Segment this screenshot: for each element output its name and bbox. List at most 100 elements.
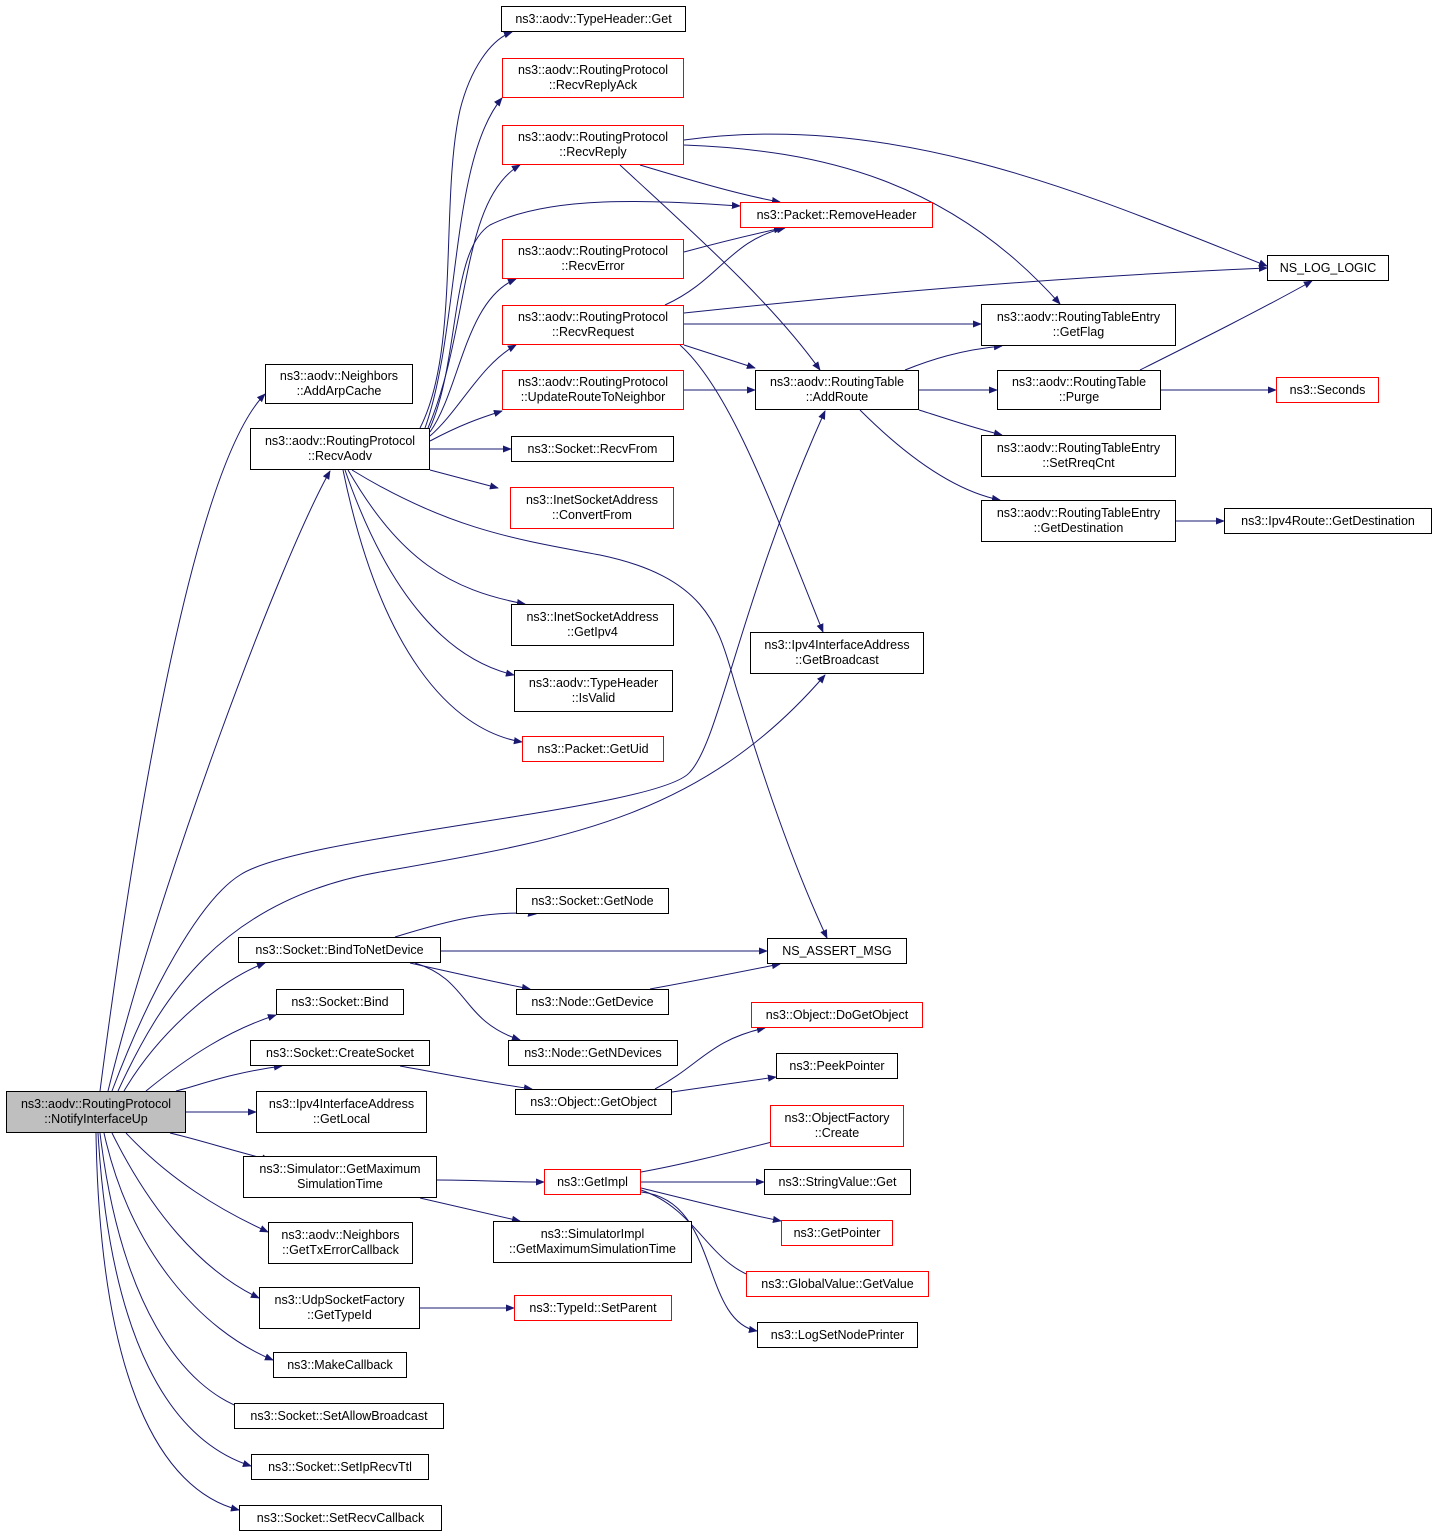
edge-bind-to-net-device-to-socket-get-node	[394, 909, 537, 938]
node-object-factory-create[interactable]: ns3::ObjectFactory::Create	[770, 1105, 904, 1147]
node-ns-assert-msg[interactable]: NS_ASSERT_MSG	[767, 938, 907, 964]
node-label: ns3::SimulatorImpl::GetMaximumSimulation…	[509, 1227, 676, 1256]
node-peek-pointer[interactable]: ns3::PeekPointer	[776, 1053, 898, 1079]
node-label: ns3::Ipv4Route::GetDestination	[1241, 513, 1415, 528]
node-recv-reply[interactable]: ns3::aodv::RoutingProtocol::RecvReply	[502, 125, 684, 165]
edge-sim-get-max-sim-time-to-get-impl	[436, 1178, 545, 1186]
node-get-impl[interactable]: ns3::GetImpl	[544, 1169, 641, 1195]
edge-recv-reply-to-ns-log-logic	[683, 133, 1268, 267]
node-label: ns3::aodv::Neighbors::GetTxErrorCallback	[281, 1228, 400, 1257]
node-recv-error[interactable]: ns3::aodv::RoutingProtocol::RecvError	[502, 239, 684, 279]
node-label: ns3::aodv::RoutingProtocol::RecvReplyAck	[517, 63, 669, 92]
node-seconds[interactable]: ns3::Seconds	[1276, 377, 1379, 403]
node-label: ns3::InetSocketAddress::ConvertFrom	[525, 493, 659, 522]
edge-add-route-to-get-destination	[859, 409, 1001, 502]
node-bind-to-net-device[interactable]: ns3::Socket::BindToNetDevice	[238, 937, 441, 963]
node-label: ns3::Socket::SetIpRecvTtl	[268, 1459, 412, 1474]
node-make-callback[interactable]: ns3::MakeCallback	[273, 1352, 407, 1378]
node-get-flag[interactable]: ns3::aodv::RoutingTableEntry::GetFlag	[981, 304, 1176, 346]
node-label: ns3::Socket::Bind	[291, 994, 389, 1009]
node-label: ns3::aodv::RoutingProtocol::RecvReply	[517, 130, 669, 159]
edge-recv-request-to-remove-header	[664, 226, 786, 306]
edge-bind-to-net-device-to-node-get-device	[409, 962, 531, 991]
node-udp-socket-factory-get-type-id[interactable]: ns3::UdpSocketFactory::GetTypeId	[259, 1287, 420, 1329]
node-root: ns3::aodv::RoutingProtocol::NotifyInterf…	[6, 1091, 186, 1133]
node-label: ns3::GlobalValue::GetValue	[761, 1276, 914, 1291]
node-get-object[interactable]: ns3::Object::GetObject	[515, 1089, 672, 1115]
node-remove-header[interactable]: ns3::Packet::RemoveHeader	[740, 202, 933, 228]
node-get-ipv4[interactable]: ns3::InetSocketAddress::GetIpv4	[511, 604, 674, 646]
node-convert-from[interactable]: ns3::InetSocketAddress::ConvertFrom	[510, 487, 674, 529]
node-type-header-get[interactable]: ns3::aodv::TypeHeader::Get	[501, 6, 686, 32]
node-socket-get-node[interactable]: ns3::Socket::GetNode	[516, 888, 669, 914]
node-neighbors-add-arp-cache[interactable]: ns3::aodv::Neighbors::AddArpCache	[265, 364, 413, 404]
node-type-id-set-parent[interactable]: ns3::TypeId::SetParent	[514, 1295, 672, 1321]
edge-get-impl-to-object-factory-create	[640, 1138, 781, 1173]
node-socket-bind[interactable]: ns3::Socket::Bind	[276, 989, 404, 1015]
node-ipv4-route-get-destination[interactable]: ns3::Ipv4Route::GetDestination	[1224, 508, 1432, 534]
node-label: NS_LOG_LOGIC	[1279, 260, 1377, 275]
node-get-local[interactable]: ns3::Ipv4InterfaceAddress::GetLocal	[256, 1091, 427, 1133]
edge-node-get-device-to-ns-assert-msg	[649, 962, 781, 990]
edge-get-object-to-do-get-object	[654, 1026, 766, 1090]
node-label: NS_ASSERT_MSG	[782, 943, 892, 958]
node-label: ns3::Socket::SetAllowBroadcast	[250, 1408, 428, 1423]
node-label: ns3::aodv::RoutingTableEntry::GetDestina…	[996, 506, 1161, 535]
edge-create-socket-to-get-object	[399, 1065, 533, 1092]
node-set-recv-callback[interactable]: ns3::Socket::SetRecvCallback	[239, 1505, 442, 1531]
edge-root-to-set-allow-broadcast	[99, 1132, 251, 1413]
node-is-valid[interactable]: ns3::aodv::TypeHeader::IsValid	[514, 670, 673, 712]
node-label: ns3::aodv::RoutingProtocol::UpdateRouteT…	[517, 375, 669, 404]
node-recv-reply-ack[interactable]: ns3::aodv::RoutingProtocol::RecvReplyAck	[502, 58, 684, 98]
edge-recv-request-to-ns-log-logic	[683, 264, 1268, 314]
node-socket-recv-from[interactable]: ns3::Socket::RecvFrom	[511, 436, 674, 462]
edge-root-to-get-broadcast	[117, 674, 826, 1092]
node-label: ns3::Socket::RecvFrom	[527, 441, 658, 456]
node-log-set-node-printer[interactable]: ns3::LogSetNodePrinter	[757, 1322, 918, 1348]
node-recv-request[interactable]: ns3::aodv::RoutingProtocol::RecvRequest	[502, 305, 684, 345]
node-update-route-to-neighbor[interactable]: ns3::aodv::RoutingProtocol::UpdateRouteT…	[502, 370, 684, 410]
node-node-get-ndevices[interactable]: ns3::Node::GetNDevices	[508, 1040, 678, 1066]
node-set-rreq-cnt[interactable]: ns3::aodv::RoutingTableEntry::SetRreqCnt	[981, 435, 1176, 477]
edge-purge-to-ns-log-logic	[1139, 280, 1313, 371]
node-label: ns3::Socket::SetRecvCallback	[256, 1510, 425, 1525]
node-ns-log-logic[interactable]: NS_LOG_LOGIC	[1267, 255, 1389, 281]
edge-recv-request-to-add-route	[683, 344, 756, 369]
node-label: ns3::aodv::RoutingProtocol::NotifyInterf…	[20, 1097, 172, 1126]
node-sim-impl-get-max-sim-time[interactable]: ns3::SimulatorImpl::GetMaximumSimulation…	[493, 1221, 692, 1263]
node-get-tx-error-callback[interactable]: ns3::aodv::Neighbors::GetTxErrorCallback	[268, 1222, 413, 1264]
node-set-ip-recv-ttl[interactable]: ns3::Socket::SetIpRecvTtl	[251, 1454, 429, 1480]
edge-sim-get-max-sim-time-to-sim-impl-get-max-sim-time	[419, 1197, 521, 1223]
node-string-value-get[interactable]: ns3::StringValue::Get	[764, 1169, 911, 1195]
edge-recv-request-to-get-broadcast	[679, 344, 824, 633]
node-add-route[interactable]: ns3::aodv::RoutingTable::AddRoute	[755, 370, 919, 410]
node-label: ns3::aodv::RoutingTable::AddRoute	[769, 375, 905, 404]
node-do-get-object[interactable]: ns3::Object::DoGetObject	[751, 1002, 923, 1028]
node-set-allow-broadcast[interactable]: ns3::Socket::SetAllowBroadcast	[234, 1403, 444, 1429]
node-recv-aodv[interactable]: ns3::aodv::RoutingProtocol::RecvAodv	[250, 428, 430, 470]
node-label: ns3::aodv::RoutingProtocol::RecvRequest	[517, 310, 669, 339]
node-label: ns3::aodv::Neighbors::AddArpCache	[279, 369, 399, 398]
node-purge[interactable]: ns3::aodv::RoutingTable::Purge	[997, 370, 1161, 410]
edge-recv-aodv-to-type-header-get	[419, 31, 513, 429]
edge-recv-aodv-to-is-valid	[344, 469, 515, 677]
edge-recv-aodv-to-convert-from	[429, 469, 499, 490]
node-get-uid[interactable]: ns3::Packet::GetUid	[522, 736, 664, 762]
edge-root-to-add-route	[111, 410, 826, 1092]
node-node-get-device[interactable]: ns3::Node::GetDevice	[516, 989, 669, 1015]
edge-bind-to-net-device-to-node-get-ndevices	[414, 962, 521, 1041]
node-global-value-get-value[interactable]: ns3::GlobalValue::GetValue	[746, 1271, 929, 1297]
edge-root-to-socket-bind	[145, 1014, 277, 1092]
edge-get-object-to-peek-pointer	[671, 1074, 777, 1093]
node-label: ns3::Object::DoGetObject	[765, 1007, 909, 1022]
node-get-destination[interactable]: ns3::aodv::RoutingTableEntry::GetDestina…	[981, 500, 1176, 542]
node-label: ns3::PeekPointer	[789, 1058, 885, 1073]
node-label: ns3::Socket::CreateSocket	[266, 1045, 414, 1060]
node-create-socket[interactable]: ns3::Socket::CreateSocket	[250, 1040, 430, 1066]
node-get-pointer[interactable]: ns3::GetPointer	[781, 1220, 893, 1246]
edge-add-route-to-get-flag	[904, 343, 1003, 371]
node-get-broadcast[interactable]: ns3::Ipv4InterfaceAddress::GetBroadcast	[750, 632, 924, 674]
